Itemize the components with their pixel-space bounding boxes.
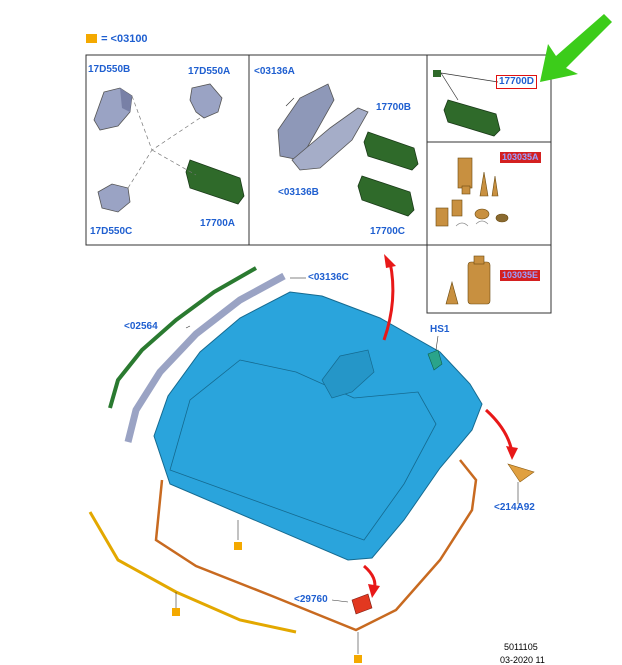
label-17700b: 17700B <box>376 102 412 113</box>
label-03136b: <03136B <box>278 187 319 198</box>
label-kit-red: 103035A <box>500 152 541 163</box>
sensor-kit <box>435 157 509 227</box>
leader-lines <box>175 97 519 654</box>
mirror-17700b <box>363 131 419 171</box>
bracket-03136b <box>291 107 369 171</box>
label-17700a: 17700A <box>200 218 236 229</box>
label-03136a: <03136A <box>254 66 295 77</box>
footer-date: 03-2020 11 <box>500 655 545 665</box>
label-17d550b: 17D550B <box>88 64 131 75</box>
label-17d550c: 17D550C <box>90 226 133 237</box>
windshield-glass <box>153 291 483 561</box>
label-17700d: 17700D <box>496 75 538 89</box>
mirror-cover-17d550b <box>93 87 133 131</box>
mirror-17700c <box>357 175 415 217</box>
legend-swatch <box>86 34 95 43</box>
legend-text: = <03100 <box>101 33 148 45</box>
seal-lower <box>88 511 297 634</box>
part-214a92 <box>507 463 535 483</box>
mirror-cover-17d550a <box>189 83 223 119</box>
moulding-surround <box>154 459 478 632</box>
moulding-02564 <box>108 266 257 409</box>
bracket-strip-03136c <box>124 272 286 443</box>
label-sensor-red: 103035E <box>500 270 541 281</box>
fastener-hs1 <box>427 349 443 371</box>
label-17700c: 17700C <box>370 226 406 237</box>
pointer-arrow-green <box>540 14 612 82</box>
arrow-heads <box>368 254 518 598</box>
bracket-03136a <box>277 83 335 161</box>
footer-code: 5011105 <box>504 642 538 652</box>
label-02564: <02564 <box>124 321 158 332</box>
mirror-17700a <box>185 159 245 205</box>
label-03136c: <03136C <box>308 272 349 283</box>
mirror-cover-17d550c <box>97 183 131 213</box>
sensor-103035e <box>445 255 491 305</box>
callout-frames <box>85 54 552 314</box>
label-hs1: HS1 <box>430 324 450 335</box>
legend: = <03100 <box>86 33 148 45</box>
mirror-17700d <box>433 70 501 137</box>
part-29760 <box>351 593 373 615</box>
label-17d550a: 17D550A <box>188 66 231 77</box>
label-214a92: <214A92 <box>494 502 535 513</box>
label-29760: <29760 <box>294 594 328 605</box>
